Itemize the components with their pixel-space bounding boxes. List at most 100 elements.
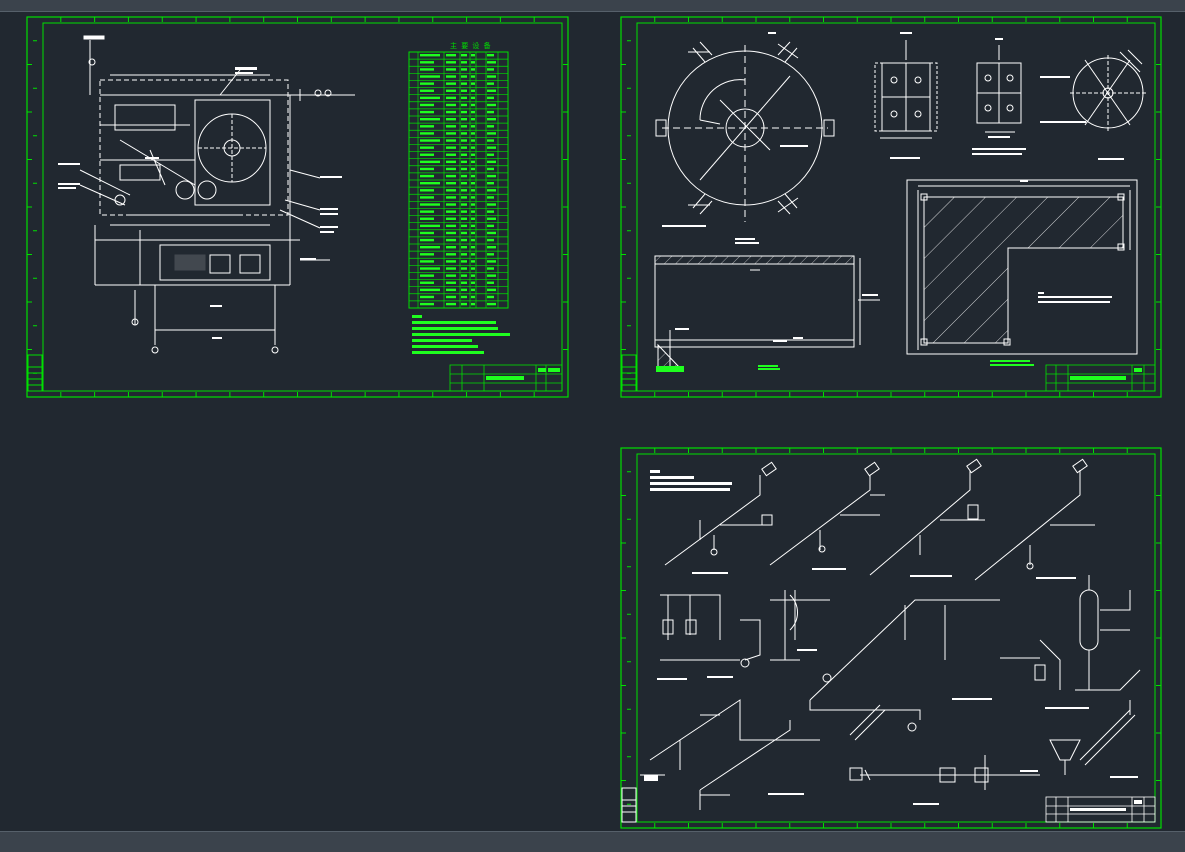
sheet-3[interactable] bbox=[620, 447, 1162, 829]
table-cell-text bbox=[471, 174, 475, 178]
table-cell-text bbox=[446, 132, 456, 135]
table-cell-text bbox=[461, 82, 467, 85]
table-cell-text bbox=[420, 89, 434, 92]
table-cell-text bbox=[420, 160, 440, 164]
anchor-plate-detail-1-labels bbox=[890, 32, 920, 159]
anchor-plate-detail-2[interactable] bbox=[976, 45, 1022, 133]
anchor-plate-detail-1[interactable] bbox=[874, 40, 938, 139]
table-cell-text bbox=[471, 238, 475, 242]
table-cell-text bbox=[446, 160, 456, 164]
table-cell-text bbox=[471, 61, 475, 64]
table-cell-text bbox=[446, 274, 456, 277]
table-cell-text bbox=[471, 302, 475, 306]
table-cell-text bbox=[420, 288, 440, 292]
table-cell-text bbox=[487, 89, 496, 92]
table-cell-text bbox=[420, 196, 434, 199]
table-cell-text bbox=[487, 274, 496, 277]
table-cell-text bbox=[487, 189, 496, 192]
anchor-plate-detail-2-labels bbox=[972, 38, 1026, 155]
table-cell-text bbox=[487, 281, 494, 284]
piping-isometrics[interactable] bbox=[640, 458, 1141, 810]
table-cell-text bbox=[461, 139, 467, 142]
table-cell-text bbox=[420, 110, 434, 114]
table-cell-text bbox=[446, 224, 456, 228]
table-cell-text bbox=[471, 75, 475, 78]
table-cell-text bbox=[487, 167, 494, 171]
table-cell-text bbox=[487, 68, 494, 71]
table-cell-text bbox=[461, 160, 467, 164]
table-cell-text bbox=[446, 189, 456, 192]
table-cell-text bbox=[487, 267, 494, 270]
table-cell-text bbox=[461, 174, 467, 178]
table-cell-text bbox=[446, 253, 456, 256]
tank-section-labels bbox=[656, 294, 878, 372]
sheet-1-left-strip bbox=[27, 354, 43, 392]
nozzle-orientation-detail[interactable] bbox=[1070, 49, 1146, 131]
table-cell-text bbox=[461, 246, 467, 249]
table-cell-text bbox=[487, 260, 496, 263]
sheet-1-notes bbox=[412, 315, 510, 354]
table-cell-text bbox=[471, 68, 475, 71]
table-cell-text bbox=[461, 210, 467, 213]
sheet-2-inner-border bbox=[636, 22, 1156, 392]
sheet-2-border-ticks bbox=[621, 17, 1161, 397]
table-cell-text bbox=[471, 167, 475, 171]
table-cell-text bbox=[420, 267, 440, 270]
table-cell-text bbox=[420, 295, 434, 299]
table-cell-text bbox=[446, 110, 456, 114]
tank-section-view[interactable] bbox=[654, 255, 880, 371]
table-cell-text bbox=[487, 103, 496, 107]
table-cell-text bbox=[461, 224, 467, 228]
table-cell-text bbox=[471, 281, 475, 284]
equipment-table[interactable]: 主 要 设 备 bbox=[408, 41, 509, 309]
table-cell-text bbox=[461, 54, 467, 57]
sheet-3-inner-border bbox=[636, 453, 1156, 823]
table-cell-text bbox=[446, 210, 456, 213]
table-cell-text bbox=[446, 203, 456, 206]
table-cell-text bbox=[471, 103, 475, 107]
table-cell-text bbox=[487, 217, 496, 220]
foundation-plan-view[interactable] bbox=[906, 179, 1138, 355]
table-cell-text bbox=[420, 231, 434, 235]
table-cell-text bbox=[471, 196, 475, 199]
table-cell-text bbox=[471, 139, 475, 142]
table-cell-text bbox=[487, 132, 496, 135]
table-cell-text bbox=[420, 246, 440, 249]
table-cell-text bbox=[487, 238, 494, 242]
table-cell-text bbox=[487, 203, 496, 206]
sheet-1[interactable]: 主 要 设 备 bbox=[26, 16, 569, 398]
table-cell-text bbox=[461, 125, 467, 128]
equipment-table-title: 主 要 设 备 bbox=[450, 41, 491, 50]
table-cell-text bbox=[461, 231, 467, 235]
table-cell-text bbox=[446, 96, 456, 100]
table-cell-text bbox=[487, 246, 496, 249]
table-cell-text bbox=[446, 182, 456, 185]
table-cell-text bbox=[487, 118, 496, 121]
table-cell-text bbox=[487, 253, 494, 256]
table-cell-text bbox=[461, 295, 467, 299]
table-cell-text bbox=[487, 139, 494, 142]
process-flow-diagram[interactable] bbox=[79, 35, 355, 354]
table-cell-text bbox=[487, 210, 494, 213]
table-cell-text bbox=[461, 260, 467, 263]
table-cell-text bbox=[420, 54, 440, 57]
table-cell-text bbox=[461, 110, 467, 114]
table-cell-text bbox=[461, 167, 467, 171]
table-cell-text bbox=[471, 217, 475, 220]
table-cell-text bbox=[446, 68, 456, 71]
table-cell-text bbox=[461, 302, 467, 306]
table-cell-text bbox=[420, 281, 434, 284]
sheet-2[interactable] bbox=[620, 16, 1162, 398]
table-cell-text bbox=[461, 96, 467, 100]
table-cell-text bbox=[471, 118, 475, 121]
table-cell-text bbox=[446, 167, 456, 171]
table-cell-text bbox=[420, 238, 434, 242]
table-cell-text bbox=[461, 153, 467, 156]
foundation-plan-title bbox=[990, 360, 1034, 366]
sheet-1-title-block bbox=[449, 364, 563, 392]
table-cell-text bbox=[461, 146, 467, 149]
table-cell-text bbox=[420, 61, 434, 64]
tank-plan-view[interactable] bbox=[655, 41, 835, 222]
table-cell-text bbox=[420, 174, 434, 178]
